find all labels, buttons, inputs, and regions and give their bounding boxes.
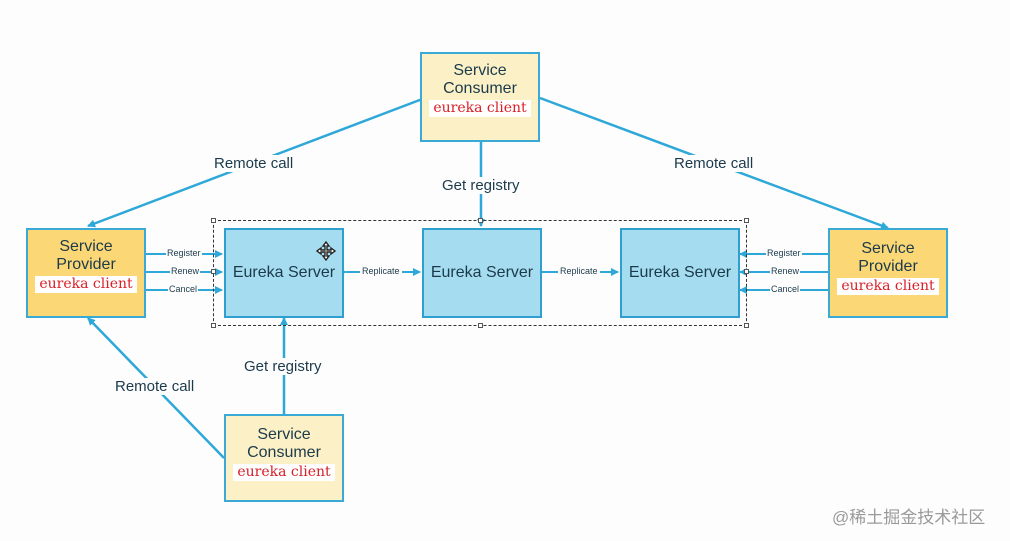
selection-handle[interactable] (211, 323, 216, 328)
service-provider-right[interactable]: Service Provider eureka client (828, 228, 948, 318)
renew-label-right: Renew (770, 266, 801, 276)
node-title: Service (453, 62, 507, 79)
cancel-label-right: Cancel (770, 284, 801, 294)
cancel-label-left: Cancel (168, 284, 199, 294)
service-consumer-bottom[interactable]: Service Consumer eureka client (224, 414, 344, 502)
remote-call-label-top-left: Remote call (212, 155, 296, 172)
selection-handle[interactable] (211, 218, 216, 223)
eureka-client-label: eureka client (837, 278, 939, 295)
node-title: Service (257, 426, 311, 443)
get-registry-label-top: Get registry (440, 177, 522, 194)
node-title: Service (59, 238, 113, 255)
register-label-left: Register (166, 248, 202, 258)
renew-label-left: Renew (170, 266, 201, 276)
eureka-server-1[interactable]: Eureka Server (224, 228, 344, 318)
register-label-right: Register (766, 248, 802, 258)
selection-handle[interactable] (478, 323, 483, 328)
selection-handle[interactable] (478, 218, 483, 223)
selection-box[interactable] (211, 218, 749, 328)
server-label: Eureka Server (628, 264, 732, 281)
node-title: Provider (56, 256, 116, 273)
node-title: Consumer (247, 444, 321, 461)
node-title: Service (861, 240, 915, 257)
selection-handle[interactable] (744, 269, 749, 274)
service-consumer-top[interactable]: Service Consumer eureka client (420, 52, 540, 142)
eureka-server-3[interactable]: Eureka Server (620, 228, 740, 318)
eureka-server-2[interactable]: Eureka Server (422, 228, 542, 318)
selection-handle[interactable] (744, 323, 749, 328)
remote-call-label-top-right: Remote call (672, 155, 756, 172)
node-title: Consumer (443, 80, 517, 97)
remote-call-label-bottom-left: Remote call (113, 378, 197, 395)
server-label: Eureka Server (232, 264, 336, 281)
replicate-label-2: Replicate (558, 266, 600, 276)
node-title: Provider (858, 258, 918, 275)
get-registry-label-bottom: Get registry (242, 358, 324, 375)
selection-handle[interactable] (211, 269, 216, 274)
replicate-label-1: Replicate (360, 266, 402, 276)
eureka-client-label: eureka client (35, 276, 137, 293)
eureka-client-label: eureka client (233, 464, 335, 481)
server-label: Eureka Server (430, 264, 534, 281)
selection-handle[interactable] (744, 218, 749, 223)
move-cursor-icon (316, 241, 336, 261)
service-provider-left[interactable]: Service Provider eureka client (26, 228, 146, 318)
eureka-client-label: eureka client (429, 100, 531, 117)
watermark: @稀土掘金技术社区 (832, 508, 986, 527)
